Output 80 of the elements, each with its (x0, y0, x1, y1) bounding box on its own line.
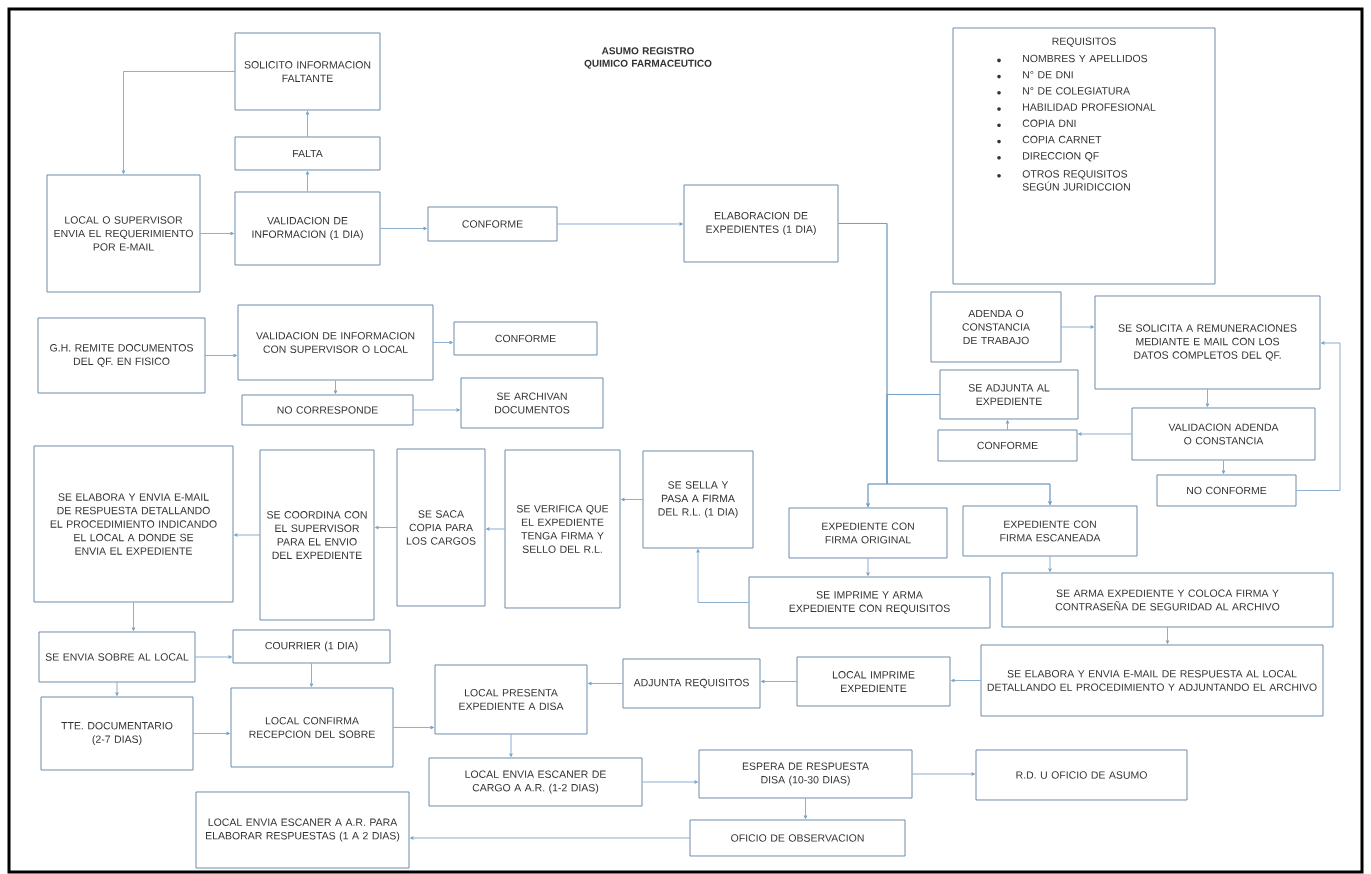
arrow (193, 731, 230, 736)
arrow (486, 527, 505, 531)
process-box: SE ARMA EXPEDIENTE Y COLOCA FIRMA Y CONTRASEÑA DE SEGURIDAD AL ARCHIVO (1001, 572, 1334, 628)
process-box: COURRIER (1 DIA) (232, 629, 391, 664)
arrow (866, 558, 870, 576)
process-box: ELABORACION DE EXPEDIENTES (1 DIA) (683, 184, 839, 263)
arrow (1061, 325, 1094, 329)
process-box: LOCAL O SUPERVISOR ENVIA EL REQUERIMIENTO POR E-MAIL (46, 174, 201, 293)
process-box: ESPERA DE RESPUESTA DISA (10-30 DIAS) (698, 749, 913, 799)
process-box: ADENDA O CONSTANCIA DE TRABAJO (930, 291, 1062, 363)
process-box: CONFORME (453, 321, 598, 356)
arrow (309, 663, 314, 687)
arrow (886, 394, 1052, 505)
process-box: SOLICITO INFORMACION FALTANTE (234, 32, 381, 111)
arrow (115, 682, 119, 696)
arrow (375, 525, 397, 530)
process-box: R.D. U OFICIO DE ASUMO (975, 749, 1188, 801)
process-box: SE IMPRIME Y ARMA EXPEDIENTE CON REQUISITOS (748, 576, 991, 629)
arrow (557, 222, 683, 226)
arrow (305, 171, 310, 192)
arrow (1048, 556, 1052, 572)
process-box: VALIDACION DE INFORMACION (1 DIA) (234, 191, 381, 266)
arrow (380, 226, 427, 231)
process-box: LOCAL PRESENTA EXPEDIENTE A DISA (434, 664, 588, 735)
arrow (696, 549, 749, 603)
process-box: CONFORME (937, 429, 1078, 462)
process-box: NO CORRESPONDE (241, 394, 414, 426)
arrow (305, 111, 310, 137)
process-box: SE SOLICITA A REMUNERACIONES MEDIANTE E MAIL CON LOS DATOS COMPLETOS DEL QF. (1094, 295, 1321, 390)
title: ASUMO REGISTRO QUIMICO FARMACEUTICO (584, 47, 712, 69)
process-box: LOCAL IMPRIME EXPEDIENTE (796, 656, 951, 707)
process-box: SE ENVIA SOBRE AL LOCAL (38, 631, 196, 683)
process-box: TTE. DOCUMENTARIO (2-7 DIAS) (40, 696, 194, 771)
arrow (642, 780, 698, 784)
process-box: VALIDACION DE INFORMACION CON SUPERVISOR O LOCAL (237, 304, 434, 381)
arrow (234, 533, 260, 537)
process-box: EXPEDIENTE CON FIRMA ESCANEADA (962, 505, 1138, 557)
process-box: VALIDACION ADENDA O CONSTANCIA (1131, 407, 1316, 461)
process-box: NO CONFORME (1156, 474, 1297, 507)
process-box: SE SELLA Y PASA A FIRMA DEL R.L. (1 DIA) (642, 450, 754, 549)
requirements-box: REQUISITOS NOMBRES Y APELLIDOS N° DE DNI N° DE COLEGIATURA HABILIDAD PROFESIONAL COPIA DNI COPIA CARNET DIRECCION QF OTROS REQUISITOS SEGÚN JURIDICCION (952, 27, 1216, 285)
arrow (803, 798, 808, 819)
arrow (621, 497, 643, 502)
process-box: ADJUNTA REQUISITOS (622, 658, 761, 709)
arrow (588, 681, 623, 686)
arrow (1078, 432, 1132, 436)
process-box: SE ELABORA Y ENVIA E-MAIL DE RESPUESTA AL LOCAL DETALLANDO EL PROCEDIMIENTO Y ADJUNTANDO EL ARCHIVO (980, 644, 1324, 717)
process-box: OFICIO DE OBSERVACION (689, 819, 906, 857)
arrow (1205, 389, 1210, 407)
arrow (509, 734, 513, 757)
process-box: FALTA (234, 136, 381, 171)
process-box: G.H. REMITE DOCUMENTOS DEL QF. EN FISICO (37, 317, 206, 394)
arrow (410, 836, 690, 840)
arrow (121, 71, 235, 174)
process-box: CONFORME (427, 206, 558, 242)
process-box: EXPEDIENTE CON FIRMA ORIGINAL (788, 507, 948, 559)
arrow (1221, 460, 1226, 474)
process-box: SE COORDINA CON EL SUPERVISOR PARA EL ENVIO DEL EXPEDIENTE (259, 449, 375, 621)
arrow (761, 679, 797, 684)
arrow (1005, 420, 1010, 430)
arrow (433, 340, 453, 345)
process-box: SE ADJUNTA AL EXPEDIENTE (939, 369, 1079, 420)
arrow (413, 408, 460, 412)
process-box: SE ARCHIVAN DOCUMENTOS (460, 377, 604, 429)
arrow (200, 231, 234, 236)
arrow (912, 772, 975, 776)
process-box: SE ELABORA Y ENVIA E-MAIL DE RESPUESTA DETALLANDO EL PROCEDIMIENTO INDICANDO EL LOCAL A DONDE SE ENVIA EL EXPEDIENTE (33, 445, 234, 603)
process-box: LOCAL ENVIA ESCANER DE CARGO A A.R. (1-2 DIAS) (428, 757, 643, 807)
arrow (393, 725, 434, 730)
arrow (205, 353, 237, 358)
process-box: SE VERIFICA QUE EL EXPEDIENTE TENGA FIRMA Y SELLO DEL R.L. (504, 449, 621, 609)
process-box: LOCAL CONFIRMA RECEPCION DEL SOBRE (230, 687, 394, 768)
arrow (951, 678, 981, 683)
process-box: SE SACA COPIA PARA LOS CARGOS (396, 448, 486, 607)
arrow (333, 380, 338, 394)
arrow (1296, 341, 1341, 491)
process-box: LOCAL ENVIA ESCANER A A.R. PARA ELABORAR RESPUESTAS (1 A 2 DIAS) (195, 791, 410, 869)
arrow (1165, 627, 1170, 644)
arrow (195, 655, 232, 659)
arrow (131, 602, 136, 631)
